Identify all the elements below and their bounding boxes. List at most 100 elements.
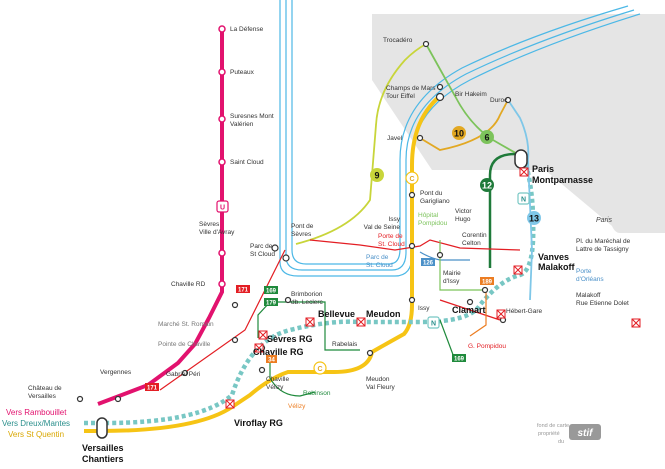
bus-badge-179: 179	[264, 298, 278, 307]
svg-text:N: N	[521, 197, 526, 204]
bus-badge-171-a: 171	[236, 285, 250, 294]
svg-text:propriété: propriété	[538, 431, 560, 437]
svg-text:du: du	[558, 439, 564, 445]
rer-c-badge-2: C	[313, 361, 327, 375]
paris-area	[372, 14, 665, 233]
svg-text:169: 169	[454, 357, 465, 363]
label-viroflay-rg: Viroflay RG	[234, 418, 283, 428]
works-markers	[225, 167, 641, 409]
line-u-stations	[218, 25, 226, 288]
label-rabelais: Rabelais	[332, 341, 358, 348]
svg-text:C: C	[409, 176, 414, 183]
svg-text:U: U	[220, 205, 225, 212]
label-chaville-rd: Chaville RD	[171, 281, 206, 288]
svg-text:169: 169	[266, 289, 277, 295]
label-la-defense: La Défense	[230, 26, 264, 33]
svg-text:N: N	[431, 321, 436, 328]
label-vergennes: Vergennes	[100, 369, 132, 376]
versailles-chantiers-hub	[96, 417, 108, 439]
dest-rambouillet: Vers Rambouillet	[6, 408, 67, 417]
bus-badge-189: 189	[480, 277, 494, 286]
rer-c-badge-1: C	[405, 171, 419, 185]
bus-badge-171-b: 171	[145, 383, 159, 392]
stif-logo	[569, 424, 601, 440]
label-bellevue: Bellevue	[318, 309, 355, 319]
svg-text:189: 189	[482, 280, 493, 286]
metro-10-badge: 10	[452, 126, 466, 140]
svg-text:126: 126	[423, 261, 434, 267]
dest-st-quentin: Vers St Quentin	[8, 430, 64, 439]
label-hebert-gare: Hébert-Gare	[506, 308, 543, 315]
metro-line-10	[419, 99, 509, 151]
label-g-pompidou: G. Pompidou	[468, 343, 506, 350]
label-duroc: Duroc	[490, 97, 508, 104]
svg-text:9: 9	[374, 171, 379, 181]
rer-c-line	[84, 94, 442, 433]
label-clamart: Clamart	[452, 305, 486, 315]
line-u-badge: U	[216, 200, 229, 213]
label-meudon: Meudon	[366, 309, 401, 319]
station-markers	[76, 40, 525, 403]
svg-text:171: 171	[238, 288, 249, 294]
label-sevres-rg: Sèvres RG	[267, 334, 313, 344]
svg-text:fond de carte: fond de carte	[537, 423, 569, 429]
svg-text:34: 34	[268, 358, 275, 364]
svg-text:13: 13	[529, 214, 539, 224]
label-chaville-rg: Chaville RG	[253, 347, 304, 357]
label-pointe-chaville: Pointe de Chaville	[158, 341, 211, 348]
label-puteaux: Puteaux	[230, 69, 255, 76]
bus-lines	[159, 239, 521, 397]
dest-dreux-mantes: Vers Dreux/Mantes	[2, 419, 70, 428]
metro-6-badge: 6	[480, 130, 494, 144]
montparnasse-hub	[514, 149, 528, 169]
label-gabriel-peri: Gabriel Péri	[166, 371, 200, 378]
bus-badge-169-a: 169	[264, 286, 278, 295]
stif-credit: fond de carte propriété du stif	[537, 423, 601, 445]
svg-text:10: 10	[454, 129, 464, 139]
metro-line-12	[488, 152, 516, 268]
tram-n-line	[84, 159, 536, 426]
metro-line-13	[507, 99, 533, 301]
metro-13-badge: 13	[527, 211, 541, 225]
svg-text:stif: stif	[578, 428, 595, 439]
label-issy: Issy	[418, 305, 430, 312]
svg-text:C: C	[317, 366, 322, 373]
metro-12-badge: 12	[480, 178, 494, 192]
svg-text:12: 12	[482, 181, 492, 191]
label-trocadero: Trocadéro	[383, 37, 413, 44]
tram-n-badge-2: N	[427, 316, 440, 329]
bus-badge-169-b: 169	[452, 354, 466, 363]
svg-text:179: 179	[266, 301, 277, 307]
tram-n-badge-1: N	[517, 192, 530, 205]
label-velizy: Vélizy	[288, 403, 306, 410]
label-saint-cloud: Saint Cloud	[230, 159, 264, 166]
paris-area-label: Paris	[596, 217, 612, 224]
metro-line-9	[295, 43, 427, 245]
metro-9-badge: 9	[370, 168, 384, 182]
bus-badge-126: 126	[421, 258, 435, 267]
label-javel: Javel	[387, 135, 403, 142]
label-bir-hakeim: Bir Hakeim	[455, 91, 487, 98]
label-marche-st-romain: Marché St. Romain	[158, 321, 214, 328]
